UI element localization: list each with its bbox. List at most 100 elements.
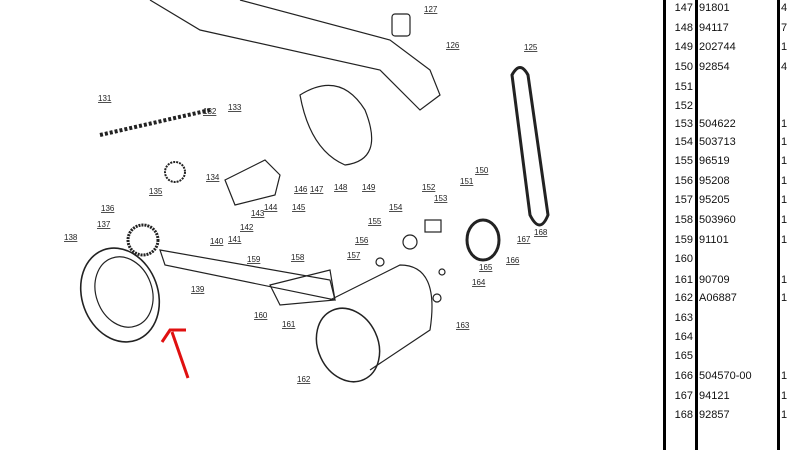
row-number: 165 bbox=[674, 350, 693, 362]
knob-127 bbox=[391, 13, 411, 37]
part-number: 94117 bbox=[699, 22, 729, 34]
callout-134: 134 bbox=[206, 173, 220, 182]
callout-138: 138 bbox=[64, 233, 78, 242]
pulley-166 bbox=[465, 218, 501, 262]
quantity: 1 bbox=[781, 118, 788, 130]
quantity: 1 bbox=[781, 409, 788, 421]
callout-154: 154 bbox=[389, 203, 403, 212]
part-153 bbox=[424, 219, 442, 233]
quantity: 1 bbox=[781, 155, 788, 167]
frame-arm bbox=[149, 0, 441, 111]
belt-149 bbox=[299, 84, 373, 166]
table-divider bbox=[663, 0, 666, 450]
row-number: 167 bbox=[674, 390, 693, 402]
table-row: 164 bbox=[663, 331, 800, 351]
quantity: 1 bbox=[781, 136, 788, 148]
callout-164: 164 bbox=[472, 278, 486, 287]
callout-149: 149 bbox=[362, 183, 376, 192]
row-number: 149 bbox=[674, 41, 693, 53]
callout-144: 144 bbox=[264, 203, 278, 212]
table-divider bbox=[777, 0, 780, 450]
table-row: 150 92854 4 bbox=[663, 61, 800, 81]
table-row: 151 bbox=[663, 81, 800, 101]
callout-137: 137 bbox=[97, 220, 111, 229]
part-number: 96519 bbox=[699, 155, 730, 167]
callout-163: 163 bbox=[456, 321, 470, 330]
motor-162 bbox=[315, 307, 381, 383]
part-number: 503713 bbox=[699, 136, 736, 148]
part-number: 91801 bbox=[699, 2, 730, 14]
callout-135: 135 bbox=[149, 187, 163, 196]
part-164 bbox=[438, 268, 446, 276]
callout-155: 155 bbox=[368, 217, 382, 226]
callout-165: 165 bbox=[479, 263, 493, 272]
part-number: 504622 bbox=[699, 118, 736, 130]
callout-168: 168 bbox=[534, 228, 548, 237]
quantity: 4 bbox=[781, 2, 788, 14]
quantity: 1 bbox=[781, 194, 788, 206]
row-number: 160 bbox=[674, 253, 693, 265]
callout-132: 132 bbox=[203, 107, 217, 116]
quantity: 4 bbox=[781, 61, 788, 73]
part-155 bbox=[402, 234, 418, 250]
callout-139: 139 bbox=[191, 285, 205, 294]
callout-142: 142 bbox=[240, 223, 254, 232]
row-number: 166 bbox=[674, 370, 693, 382]
callout-145: 145 bbox=[292, 203, 306, 212]
part-number: 94121 bbox=[699, 390, 730, 402]
row-number: 153 bbox=[674, 118, 693, 130]
part-number: 202744 bbox=[699, 41, 736, 53]
row-number: 164 bbox=[674, 331, 693, 343]
motor-body bbox=[329, 264, 433, 371]
callout-151: 151 bbox=[460, 177, 474, 186]
row-number: 163 bbox=[674, 312, 693, 324]
callout-161: 161 bbox=[282, 320, 296, 329]
callout-131: 131 bbox=[98, 94, 112, 103]
part-number: 92854 bbox=[699, 61, 730, 73]
callout-166: 166 bbox=[506, 256, 520, 265]
callout-125: 125 bbox=[524, 43, 538, 52]
part-number: 503960 bbox=[699, 214, 736, 226]
callout-153: 153 bbox=[434, 194, 448, 203]
row-number: 150 bbox=[674, 61, 693, 73]
row-number: 147 bbox=[674, 2, 693, 14]
callout-146: 146 bbox=[294, 185, 308, 194]
callout-162: 162 bbox=[297, 375, 311, 384]
callout-127: 127 bbox=[424, 5, 438, 14]
row-number: 156 bbox=[674, 175, 693, 187]
gear-136 bbox=[126, 223, 160, 257]
row-number: 157 bbox=[674, 194, 693, 206]
row-number: 154 bbox=[674, 136, 693, 148]
quantity: 1 bbox=[781, 292, 788, 304]
quantity: 1 bbox=[781, 274, 788, 286]
callout-136: 136 bbox=[101, 204, 115, 213]
part-number: 91101 bbox=[699, 234, 729, 246]
callout-141: 141 bbox=[228, 235, 242, 244]
callout-156: 156 bbox=[355, 236, 369, 245]
pulley-138 bbox=[79, 247, 161, 343]
table-row: 154 503713 1 bbox=[663, 136, 800, 156]
table-row: 160 bbox=[663, 253, 800, 273]
quantity: 1 bbox=[781, 214, 788, 226]
callout-152: 152 bbox=[422, 183, 436, 192]
pulley-inner bbox=[94, 256, 154, 328]
table-row: 163 bbox=[663, 312, 800, 332]
callout-148: 148 bbox=[334, 183, 348, 192]
callout-167: 167 bbox=[517, 235, 531, 244]
callout-133: 133 bbox=[228, 103, 242, 112]
row-number: 168 bbox=[674, 409, 693, 421]
bracket-158 bbox=[269, 269, 336, 306]
table-row: 165 bbox=[663, 350, 800, 370]
callout-159: 159 bbox=[247, 255, 261, 264]
